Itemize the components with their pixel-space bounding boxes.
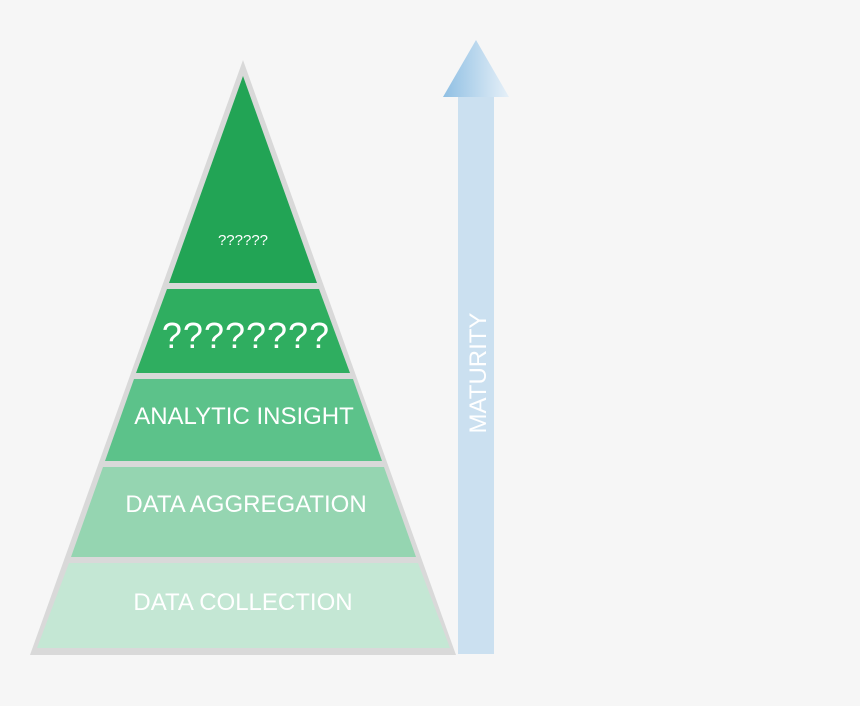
pyramid-level-1-label: ?????? [218, 232, 268, 249]
pyramid-level-5-label: DATA COLLECTION [133, 589, 352, 616]
maturity-arrow-label: MATURITY [465, 313, 492, 434]
pyramid-level-3-shape [105, 379, 382, 461]
pyramid-level-5-shape [37, 563, 450, 648]
pyramid-level-1-shape [169, 76, 317, 283]
pyramid-level-4-shape [71, 467, 416, 557]
pyramid-level-3-label: ANALYTIC INSIGHT [134, 403, 354, 430]
maturity-arrow: MATURITY [443, 40, 509, 654]
pyramid-level-4-label: DATA AGGREGATION [125, 491, 366, 518]
pyramid-level-2-label: ???????? [162, 315, 330, 356]
maturity-arrow-head [443, 40, 509, 97]
maturity-arrow-shaft [458, 96, 494, 654]
pyramid-level-2-shape [136, 289, 350, 373]
